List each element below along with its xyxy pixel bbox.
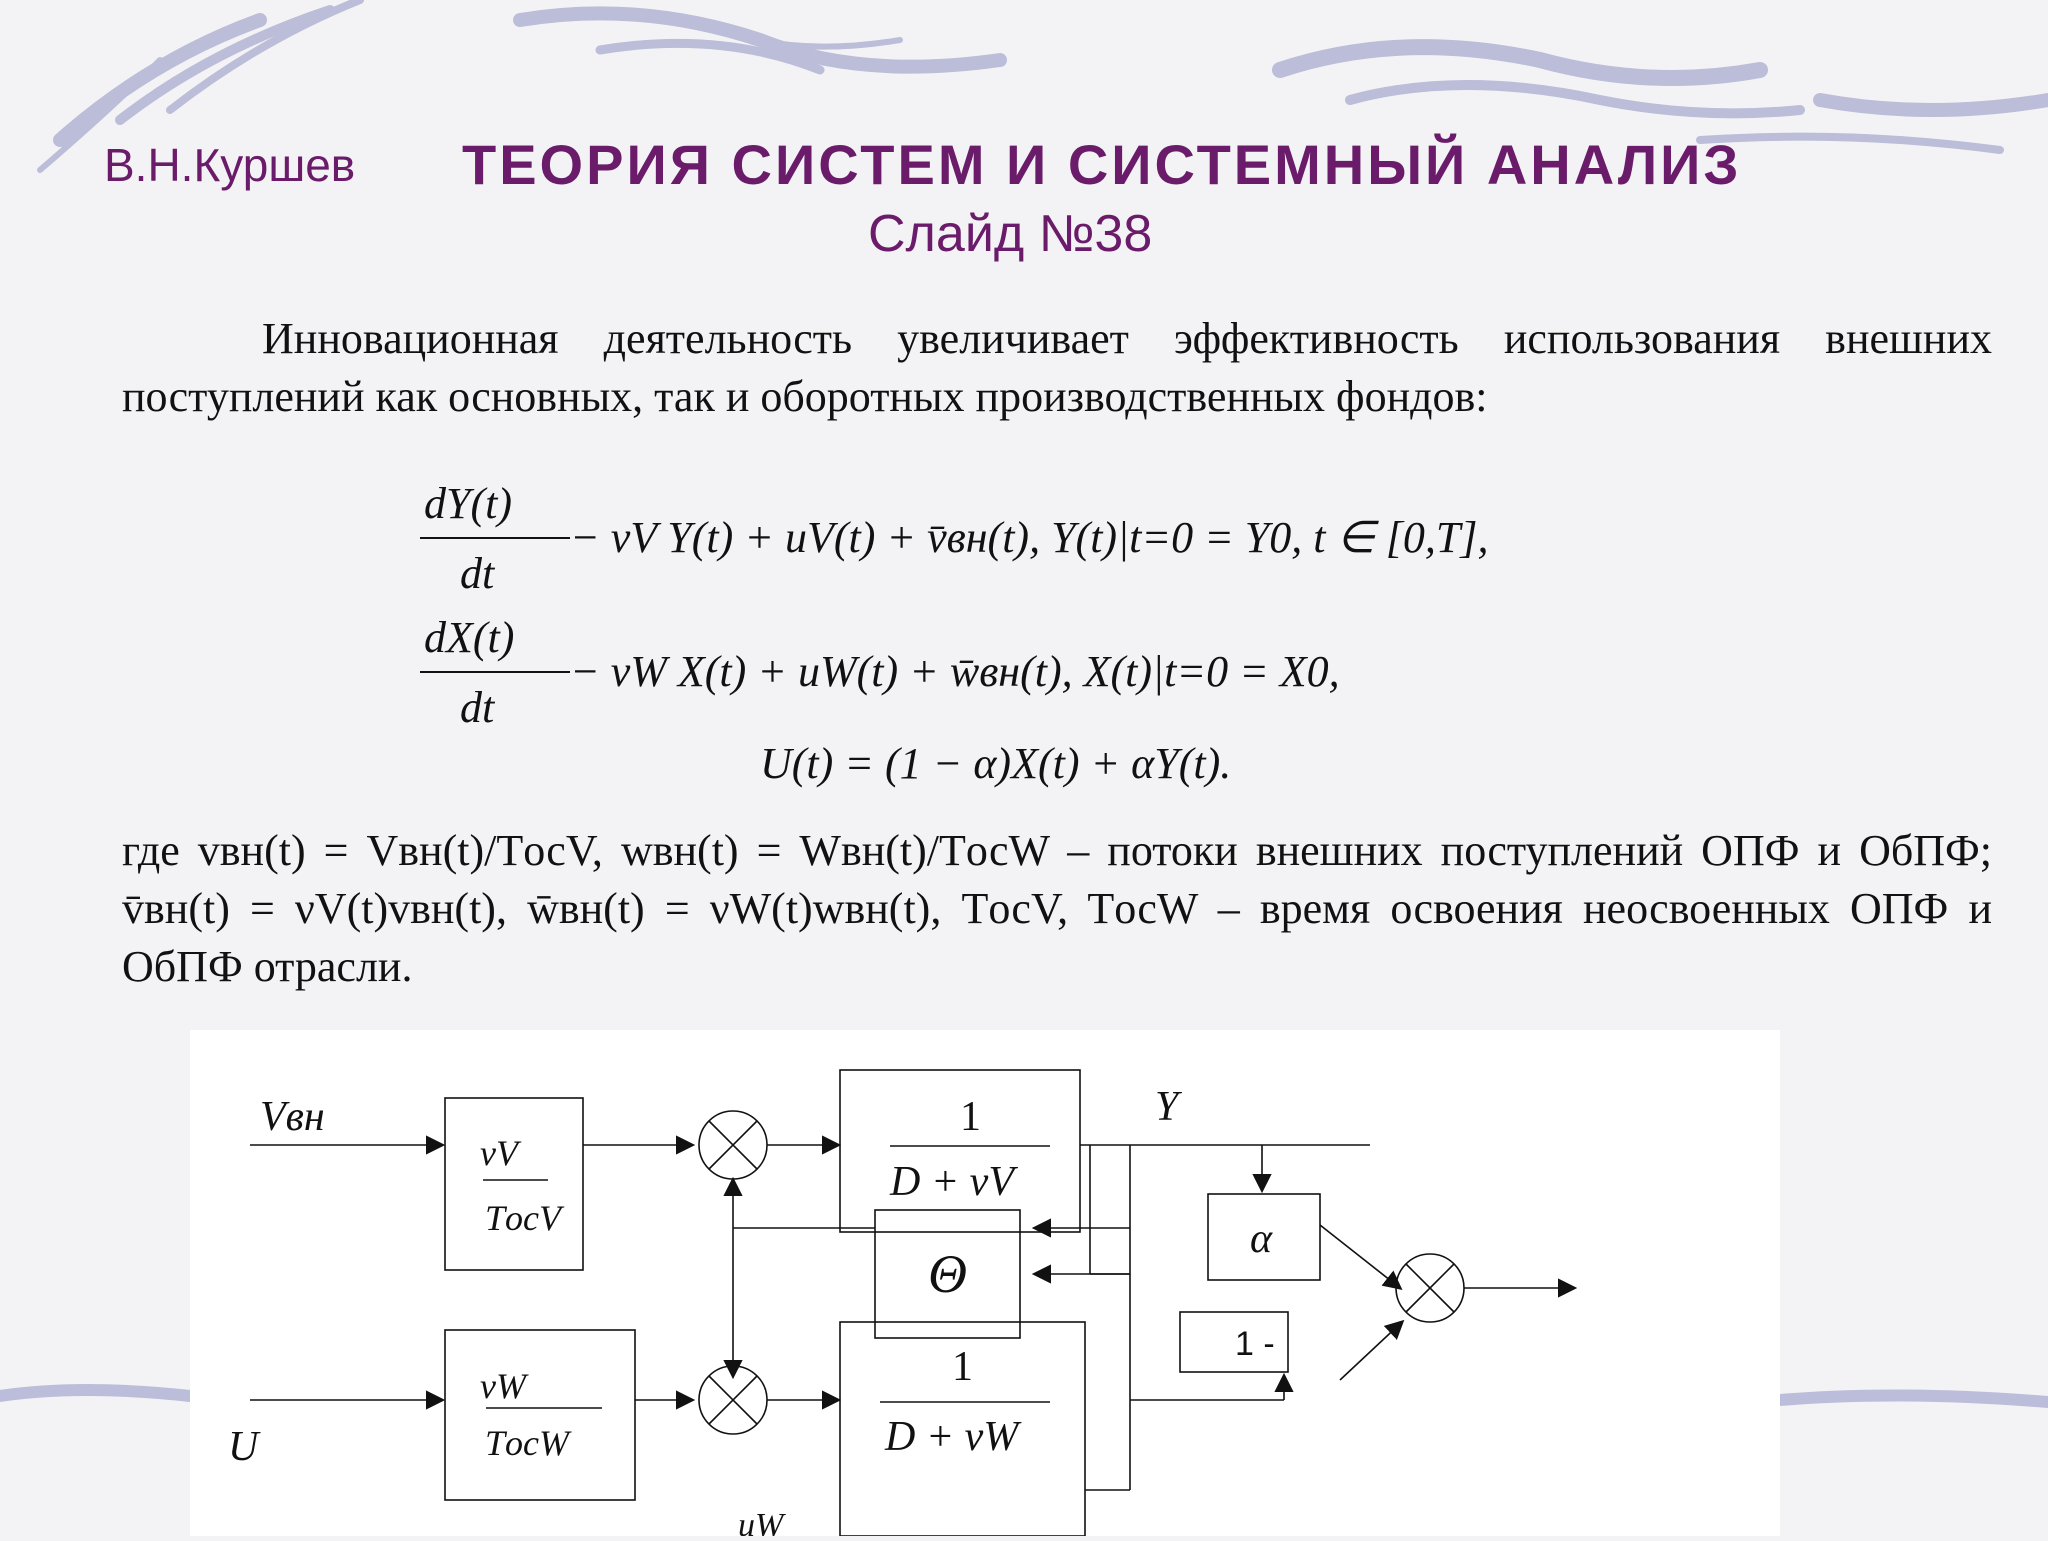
eq2-rhs: − νW X(t) + uW(t) + w̄вн(t), X(t)|t=0 = …: [570, 647, 1340, 696]
bottom-label: uW: [738, 1507, 786, 1536]
block-diagram-svg: Vвн U Y νV TосV νW TосW 1 D + νV 1 D + ν…: [228, 1069, 1578, 1541]
gain-v-num: νV: [480, 1133, 522, 1173]
label-y: Y: [1155, 1084, 1183, 1130]
author-name: В.Н.Куршев: [104, 139, 356, 191]
eq2-denominator: dt: [460, 683, 496, 732]
tf1-den: D + νV: [889, 1159, 1018, 1205]
slide-number: Слайд №38: [868, 205, 1153, 263]
gain-v-den: TосV: [485, 1198, 565, 1238]
tf1-num: 1: [960, 1094, 981, 1140]
label-u: U: [228, 1424, 261, 1470]
ctrl-label: Θ: [928, 1244, 967, 1304]
page-title: ТЕОРИЯ СИСТЕМ И СИСТЕМНЫЙ АНАЛИЗ: [462, 133, 1742, 196]
tf2-den: D + νW: [884, 1414, 1022, 1460]
eq2-numerator: dX(t): [424, 613, 514, 662]
one-minus-block: [1179, 1311, 1289, 1373]
alpha-block: [1207, 1193, 1321, 1281]
alpha-label: α: [1250, 1216, 1273, 1262]
gain-v-block: [444, 1097, 584, 1271]
tf2-num: 1: [952, 1344, 973, 1390]
block-diagram: Vвн U Y νV TосV νW TосW 1 D + νV 1 D + ν…: [190, 1030, 1780, 1541]
ctrl-block: [874, 1209, 1021, 1339]
intro-paragraph: Инновационная деятельность увеличивает э…: [122, 314, 1992, 421]
eq3: U(t) = (1 − α)X(t) + αY(t).: [760, 739, 1231, 788]
eq1-numerator: dY(t): [424, 479, 512, 528]
tf1-block: [839, 1069, 1081, 1233]
eq1-rhs: − νV Y(t) + uV(t) + v̄вн(t), Y(t)|t=0 = …: [570, 513, 1489, 562]
gain-w-num: νW: [480, 1366, 529, 1406]
gain-w-den: TосW: [485, 1423, 572, 1463]
eq1-denominator: dt: [460, 549, 496, 598]
one-minus-label: 1 -: [1235, 1325, 1275, 1363]
gain-w-block: [444, 1329, 636, 1501]
equations: dY(t) dt − νV Y(t) + uV(t) + v̄вн(t), Y(…: [420, 479, 1489, 788]
where-paragraph: где vвн(t) = Vвн(t)/TосV, wвн(t) = Wвн(t…: [122, 826, 1992, 991]
label-vin: Vвн: [260, 1094, 325, 1140]
